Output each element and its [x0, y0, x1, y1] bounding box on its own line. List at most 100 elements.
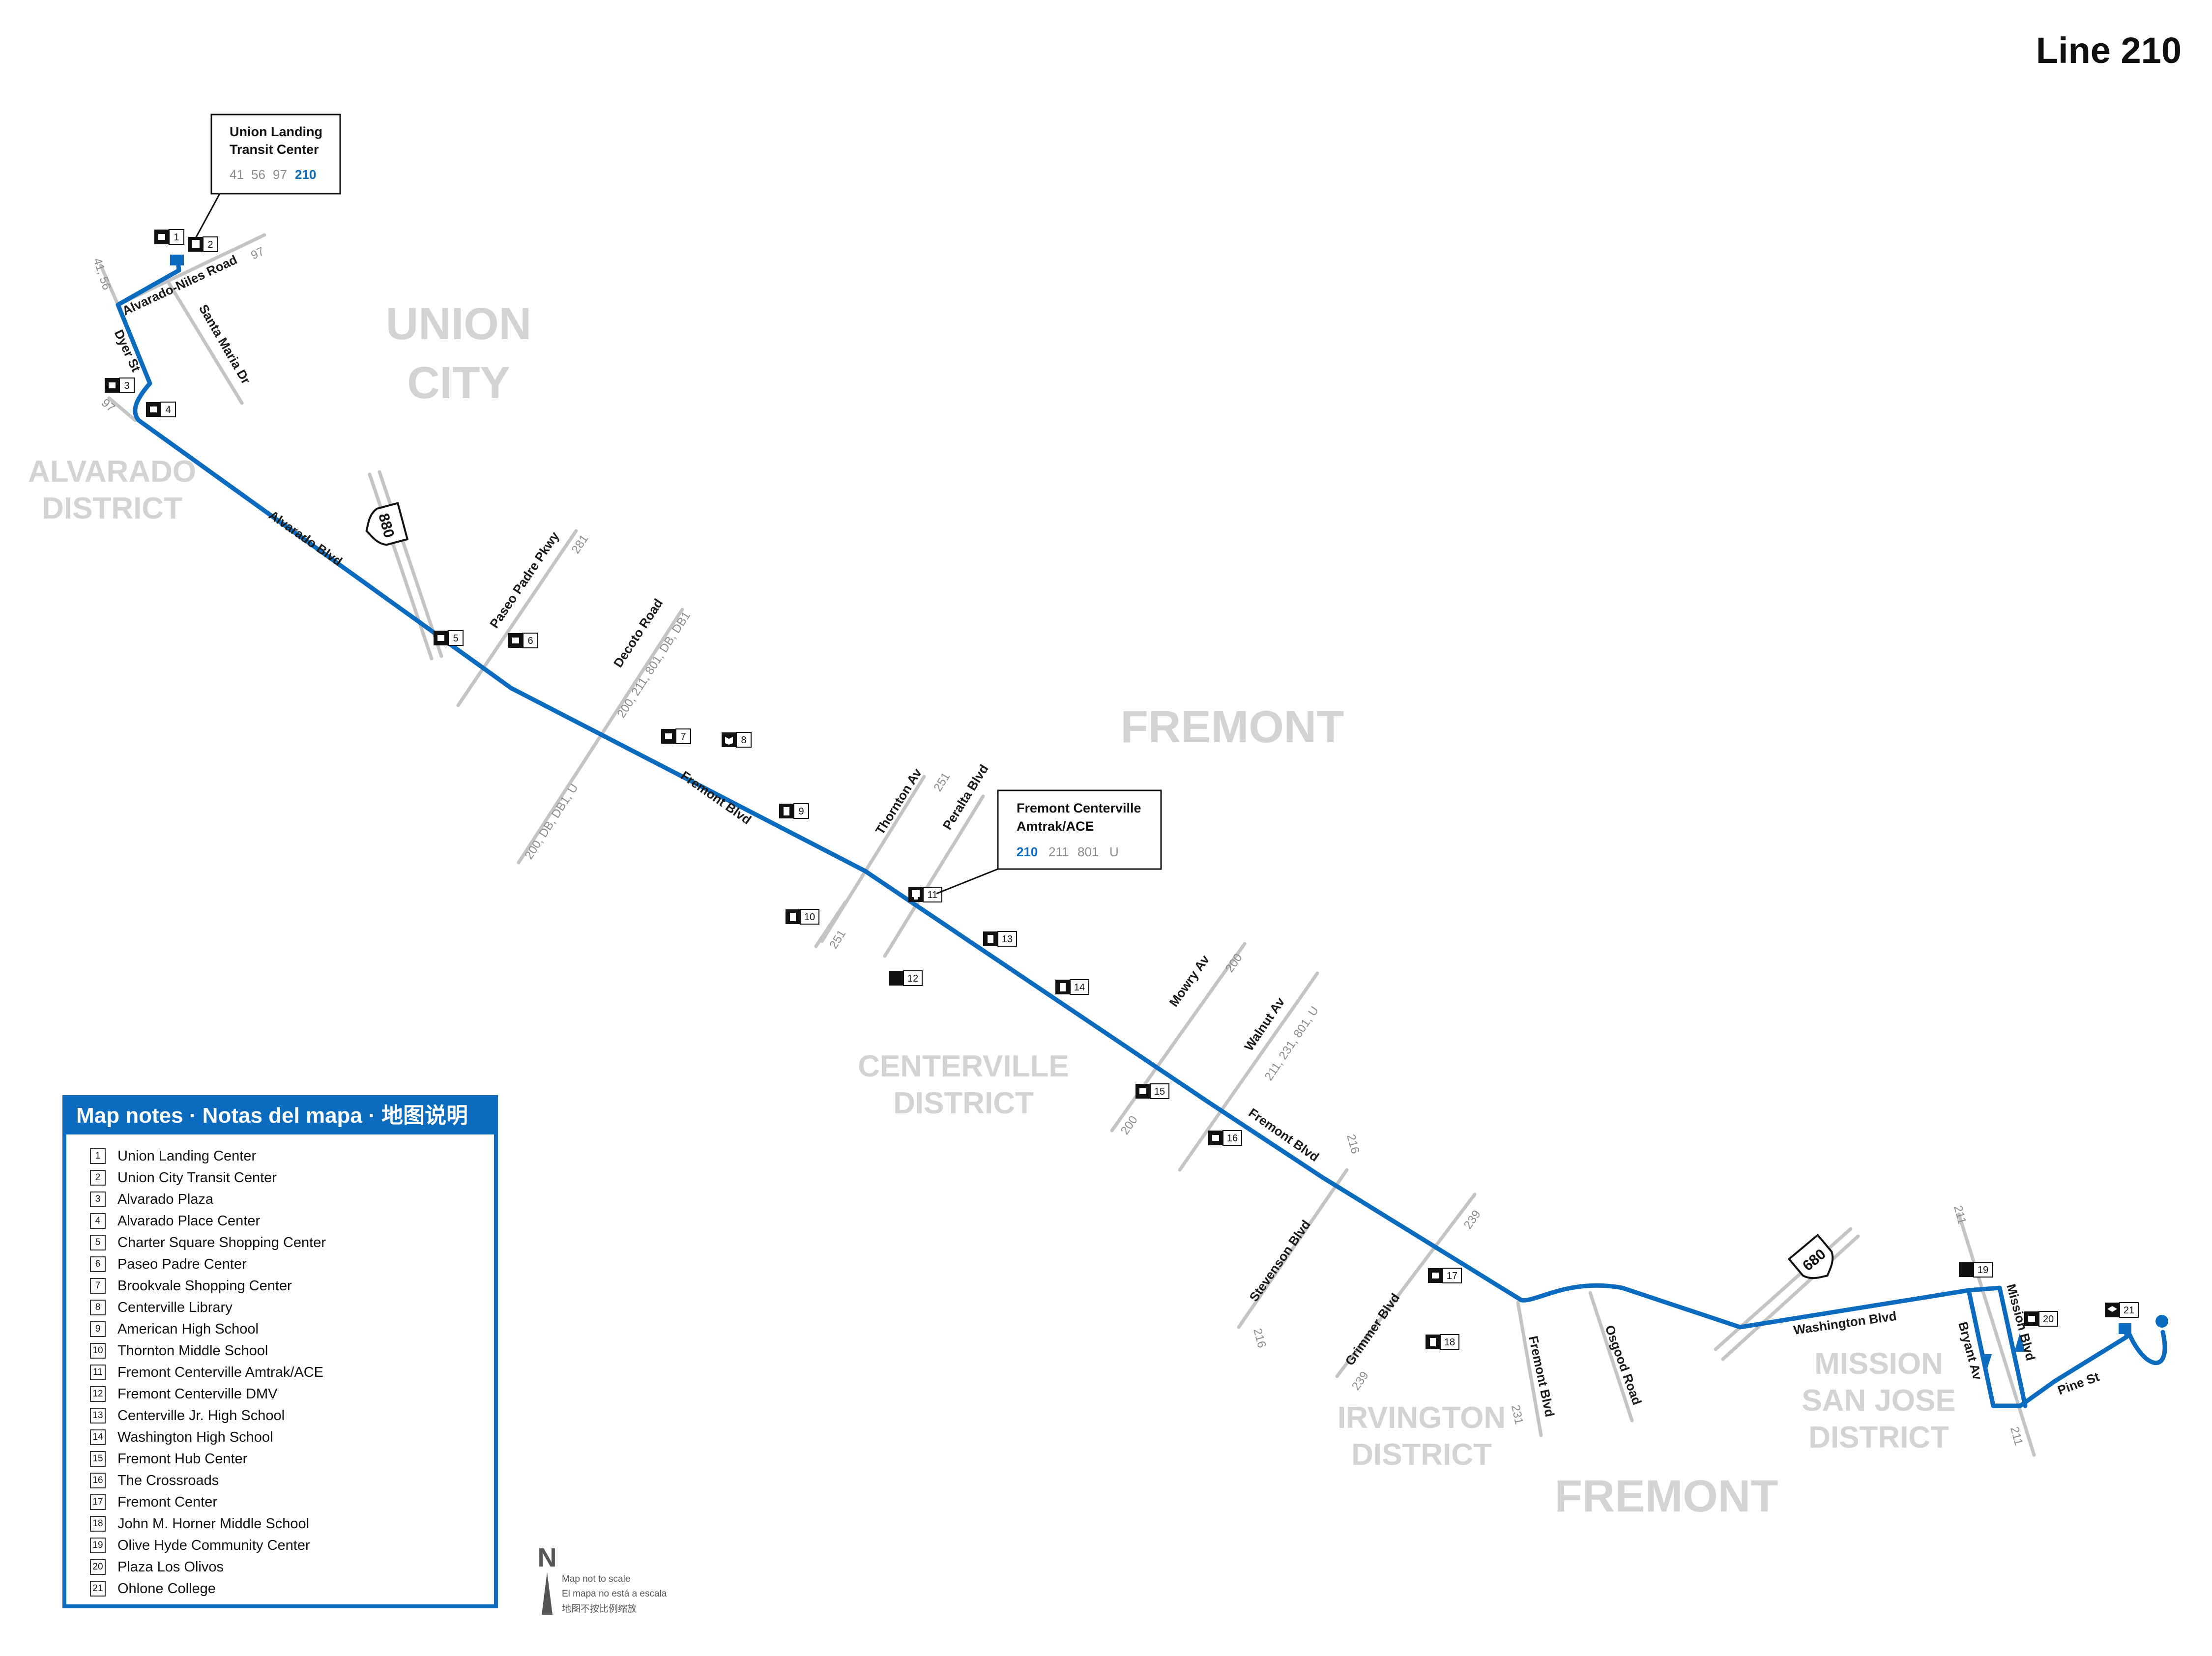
stop-markers: 1 2 3 4 5 6 7: [105, 229, 2139, 1350]
legend-item-number: 21: [90, 1581, 106, 1597]
street-mission-blvd: [1957, 1212, 2036, 1457]
label-thornton: Thornton Av: [873, 765, 925, 837]
street-grimmer: [1335, 1192, 1477, 1378]
stop-marker-12[interactable]: 12: [889, 970, 923, 986]
stop-marker-13[interactable]: 13: [983, 931, 1017, 947]
route-210-bryant-loop: [1966, 1285, 2028, 1408]
stop-marker-18[interactable]: 18: [1426, 1334, 1459, 1350]
page-title: Line 210: [2036, 30, 2182, 71]
svg-text:1: 1: [174, 232, 179, 243]
legend-item-number: 10: [90, 1343, 106, 1359]
callout-fremont-line2: Amtrak/ACE: [1017, 819, 1094, 834]
route-210-ohlone-stub: [2119, 1323, 2131, 1334]
stop-marker-9[interactable]: 9: [779, 803, 809, 819]
district-alvarado-2: DISTRICT: [42, 492, 182, 525]
stop-marker-14[interactable]: 14: [1055, 979, 1089, 995]
legend-item-name: Thornton Middle School: [117, 1342, 268, 1359]
district-labels: UNION CITY ALVARADO DISTRICT FREMONT CEN…: [28, 299, 1956, 1521]
dmv-icon: [889, 971, 903, 986]
label-paseo-padre: Paseo Padre Pkwy: [487, 529, 562, 631]
legend-item-name: Fremont Center: [117, 1494, 218, 1510]
legend-item-name: Plaza Los Olivos: [117, 1559, 224, 1575]
stop-marker-3[interactable]: 3: [105, 378, 135, 393]
label-grimmer: Grimmer Blvd: [1342, 1290, 1402, 1368]
district-alvarado-1: ALVARADO: [28, 455, 196, 489]
stop-marker-10[interactable]: 10: [786, 909, 819, 925]
legend-item-number: 1: [90, 1148, 106, 1164]
callout-route-41: 41: [230, 167, 244, 182]
svg-text:10: 10: [804, 912, 815, 923]
callout-fremont-line1: Fremont Centerville: [1017, 801, 1141, 815]
callout-route-210: 210: [295, 167, 316, 182]
district-centerville-2: DISTRICT: [893, 1086, 1034, 1120]
legend-item-number: 15: [90, 1451, 106, 1467]
note-not-to-scale-zh: 地图不按比例缩放: [562, 1603, 637, 1614]
street-97-west: [107, 396, 137, 422]
street-santa-maria: [165, 278, 244, 405]
label-r216-a: 216: [1344, 1133, 1362, 1156]
legend-item: 8 Centerville Library: [90, 1297, 494, 1318]
stop-marker-8[interactable]: 8: [722, 732, 752, 748]
svg-text:21: 21: [2124, 1305, 2134, 1316]
street-paseo-padre: [456, 529, 578, 707]
label-washington: Washington Blvd: [1793, 1308, 1897, 1337]
callout-union-line2: Transit Center: [230, 142, 319, 157]
svg-text:12: 12: [907, 973, 918, 984]
stop-marker-1[interactable]: 1: [154, 229, 184, 245]
stop-marker-21[interactable]: 21: [2105, 1302, 2139, 1318]
svg-text:5: 5: [453, 633, 458, 644]
street-i880-a: [368, 472, 434, 661]
street-peralta: [883, 794, 985, 958]
district-msj-2: SAN JOSE: [1802, 1384, 1956, 1418]
stop-marker-11[interactable]: 11: [908, 887, 942, 902]
legend-item-number: 16: [90, 1473, 106, 1488]
svg-text:14: 14: [1074, 982, 1085, 993]
street-osgood: [1588, 1291, 1634, 1423]
label-r239-a: 239: [1461, 1208, 1484, 1231]
stop-marker-16[interactable]: 16: [1208, 1130, 1242, 1146]
legend-item-number: 18: [90, 1516, 106, 1532]
callout-route-56: 56: [251, 167, 265, 182]
legend-item-name: Union Landing Center: [117, 1148, 257, 1164]
label-r239-b: 239: [1349, 1369, 1371, 1393]
stop-marker-6[interactable]: 6: [508, 633, 538, 648]
legend-item-number: 8: [90, 1300, 106, 1315]
callout-route-97: 97: [273, 167, 287, 182]
stop-marker-7[interactable]: 7: [661, 728, 691, 744]
stop-marker-2[interactable]: 2: [188, 236, 218, 252]
stop-marker-17[interactable]: 17: [1428, 1268, 1462, 1283]
callout-fremont-centerville: Fremont Centerville Amtrak/ACE 210 211 8…: [936, 789, 1162, 895]
callout-union-landing: Union Landing Transit Center 41 56 97 21…: [194, 114, 341, 240]
stop-marker-20[interactable]: 20: [2024, 1311, 2058, 1327]
note-not-to-scale-en: Map not to scale: [562, 1574, 630, 1584]
legend-item-name: Centerville Library: [117, 1299, 233, 1315]
svg-text:4: 4: [165, 405, 171, 415]
street-walnut: [1178, 971, 1319, 1172]
legend-item-name: Ohlone College: [117, 1580, 216, 1597]
legend-item-number: 4: [90, 1213, 106, 1229]
stop-marker-5[interactable]: 5: [434, 630, 464, 646]
stop-marker-15[interactable]: 15: [1135, 1083, 1169, 1099]
district-fremont-top: FREMONT: [1121, 702, 1344, 752]
label-decoto-s: 200, DB, DB1, U: [522, 782, 581, 862]
callout-union-line1: Union Landing: [230, 124, 322, 139]
callout-route-801: 801: [1077, 844, 1099, 859]
stop-marker-19[interactable]: 19: [1959, 1262, 1993, 1278]
legend-item-number: 2: [90, 1170, 106, 1186]
stop-marker-4[interactable]: 4: [146, 402, 176, 417]
legend-item-number: 13: [90, 1408, 106, 1424]
route-210-ohlone-loop: [2124, 1325, 2167, 1365]
legend-item-name: Paseo Padre Center: [117, 1256, 247, 1272]
north-arrow-icon: [542, 1572, 553, 1615]
district-union-city-2: CITY: [407, 358, 510, 408]
